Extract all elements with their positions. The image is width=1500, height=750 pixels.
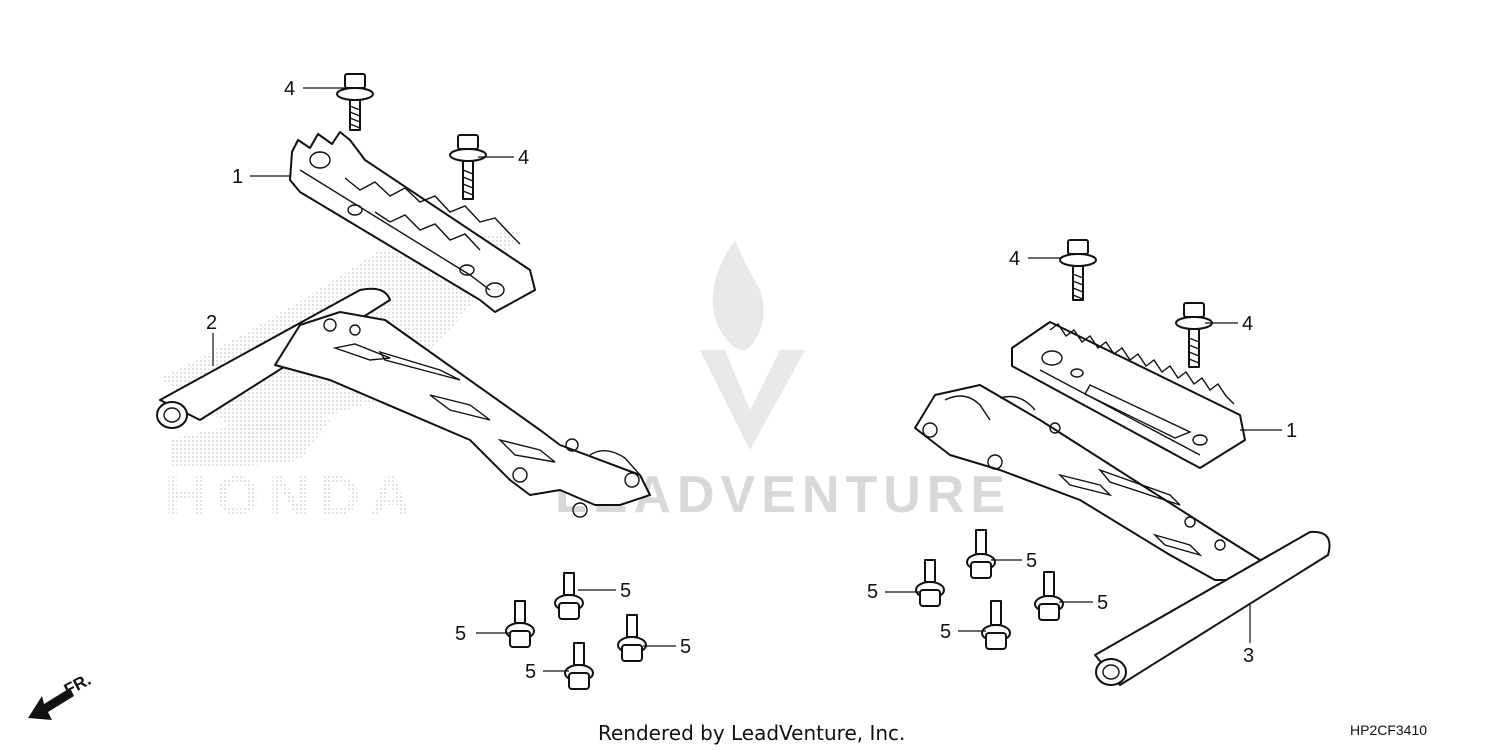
left-leader-lines bbox=[212, 87, 676, 672]
front-direction-arrow-icon bbox=[28, 688, 74, 720]
left-bolt-4b[interactable] bbox=[449, 134, 487, 200]
callout-left-bolt-4b[interactable]: 4 bbox=[518, 147, 529, 169]
left-flange-bolt-5c[interactable] bbox=[617, 614, 647, 662]
left-bracket-part-2[interactable] bbox=[156, 287, 651, 518]
footer-credit: Rendered by LeadVenture, Inc. bbox=[598, 721, 905, 745]
callout-left-step-1[interactable]: 1 bbox=[232, 166, 243, 188]
callout-right-flange-5c[interactable]: 5 bbox=[1097, 592, 1108, 614]
right-flange-bolt-5c[interactable] bbox=[1034, 571, 1064, 621]
right-flange-bolt-5a[interactable] bbox=[966, 529, 996, 579]
callout-right-flange-5d[interactable]: 5 bbox=[940, 621, 951, 643]
left-step-part-1[interactable] bbox=[289, 131, 536, 313]
callout-right-flange-5a[interactable]: 5 bbox=[1026, 550, 1037, 572]
left-flange-bolt-5a[interactable] bbox=[554, 572, 584, 620]
callout-right-step-1[interactable]: 1 bbox=[1286, 420, 1297, 442]
honda-watermark: HONDA bbox=[165, 464, 420, 527]
callout-left-bolt-4a[interactable]: 4 bbox=[284, 78, 295, 100]
right-bolt-4a[interactable] bbox=[1059, 239, 1097, 301]
callout-left-flange-5b[interactable]: 5 bbox=[455, 623, 466, 645]
right-leader-lines bbox=[885, 257, 1282, 643]
callout-left-flange-5d[interactable]: 5 bbox=[525, 661, 536, 683]
callout-left-bracket-2[interactable]: 2 bbox=[206, 312, 217, 334]
callout-right-bracket-3[interactable]: 3 bbox=[1243, 645, 1254, 667]
callout-right-bolt-4b[interactable]: 4 bbox=[1242, 313, 1253, 335]
callout-right-flange-5b[interactable]: 5 bbox=[867, 581, 878, 603]
right-flange-bolt-5b[interactable] bbox=[915, 559, 945, 607]
callout-right-bolt-4a[interactable]: 4 bbox=[1009, 248, 1020, 270]
left-flange-bolt-5d[interactable] bbox=[564, 642, 594, 690]
callout-left-flange-5c[interactable]: 5 bbox=[680, 636, 691, 658]
leadventure-watermark-icon bbox=[700, 240, 805, 450]
right-bracket-part-3[interactable] bbox=[914, 384, 1331, 686]
left-bolt-4a[interactable] bbox=[336, 73, 374, 131]
left-flange-bolt-5b[interactable] bbox=[505, 600, 535, 648]
right-flange-bolt-5d[interactable] bbox=[981, 600, 1011, 650]
right-step-part-1[interactable] bbox=[1011, 321, 1246, 469]
diagram-code: HP2CF3410 bbox=[1350, 722, 1427, 738]
right-bolt-4b[interactable] bbox=[1175, 302, 1213, 368]
callout-left-flange-5a[interactable]: 5 bbox=[620, 580, 631, 602]
